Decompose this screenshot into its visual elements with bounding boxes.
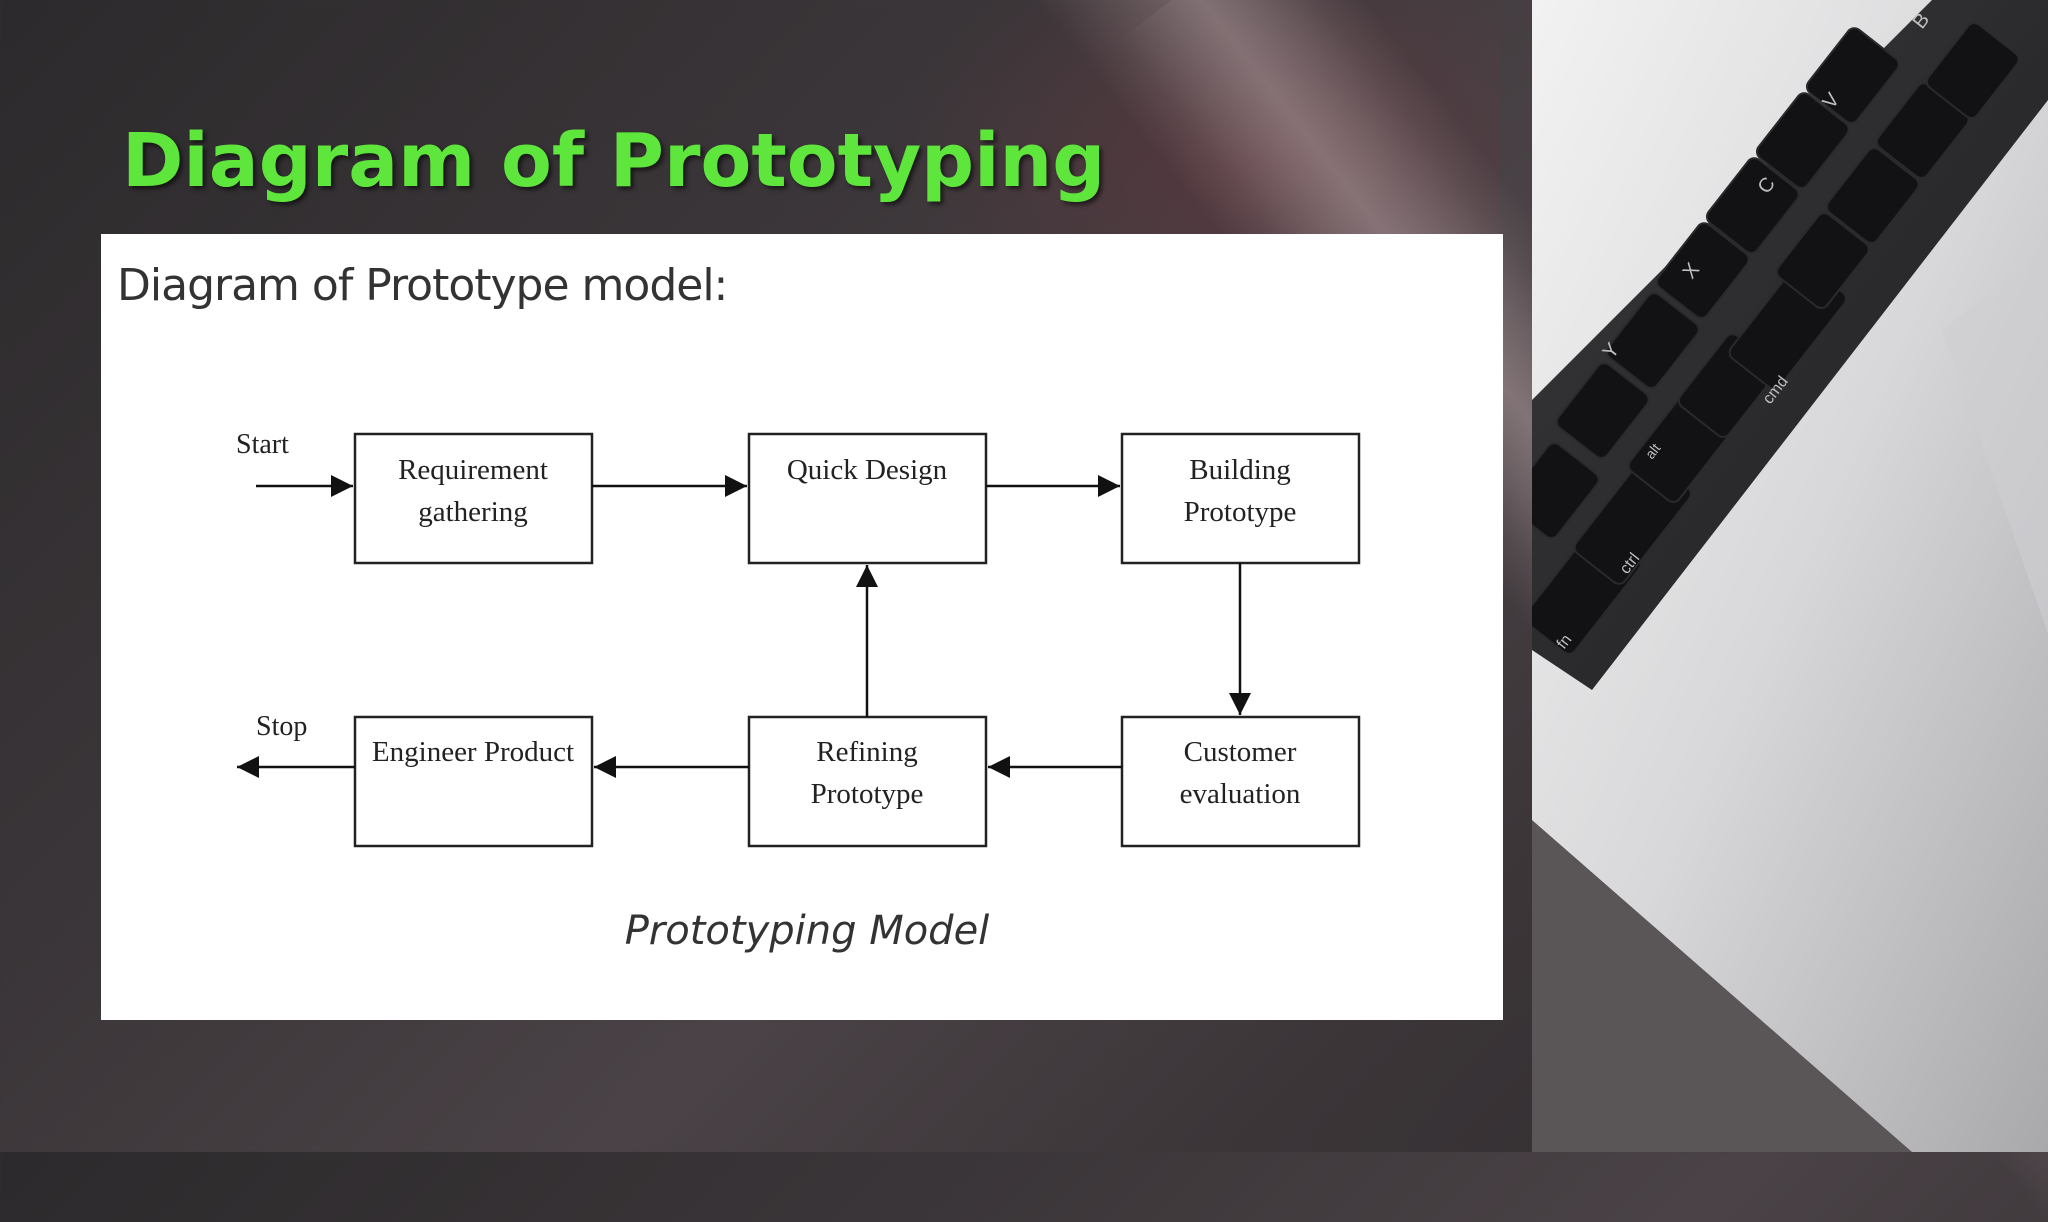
slide-title: Diagram of Prototyping bbox=[122, 118, 1106, 204]
node-refining-label-line1: Refining bbox=[816, 736, 918, 768]
node-requirement-gathering bbox=[353, 432, 594, 565]
laptop-photo: B V C X Y cmd alt ctrl fn bbox=[1532, 0, 2048, 1152]
node-refining-label-line2: Prototype bbox=[811, 778, 924, 810]
node-building-prototype bbox=[1120, 432, 1361, 565]
diagram-heading: Diagram of Prototype model: bbox=[117, 260, 728, 311]
node-customer-label-line2: evaluation bbox=[1180, 778, 1301, 810]
node-quick-design bbox=[747, 432, 988, 565]
diagram-panel: Diagram of Prototype model: bbox=[101, 234, 1503, 1020]
laptop-illustration: B V C X Y cmd alt ctrl fn bbox=[1532, 0, 2048, 1152]
node-building-label-line2: Prototype bbox=[1184, 496, 1297, 528]
node-building-label-line1: Building bbox=[1189, 454, 1291, 486]
node-engineer-label: Engineer Product bbox=[372, 736, 574, 768]
prototyping-flow-diagram: Start Stop Requirement gathering Quick D… bbox=[236, 429, 1361, 954]
node-engineer-product bbox=[353, 715, 594, 848]
node-quick-design-label: Quick Design bbox=[787, 454, 948, 486]
start-label: Start bbox=[236, 429, 289, 460]
node-customer-evaluation bbox=[1120, 715, 1361, 848]
node-refining-prototype bbox=[747, 715, 988, 848]
node-requirement-label-line2: gathering bbox=[418, 496, 528, 528]
keyboard-keys bbox=[1532, 22, 2020, 655]
node-customer-label-line1: Customer bbox=[1184, 736, 1297, 768]
node-requirement-label-line1: Requirement bbox=[398, 454, 548, 486]
stop-label: Stop bbox=[256, 711, 307, 742]
diagram-caption: Prototyping Model bbox=[625, 908, 990, 954]
